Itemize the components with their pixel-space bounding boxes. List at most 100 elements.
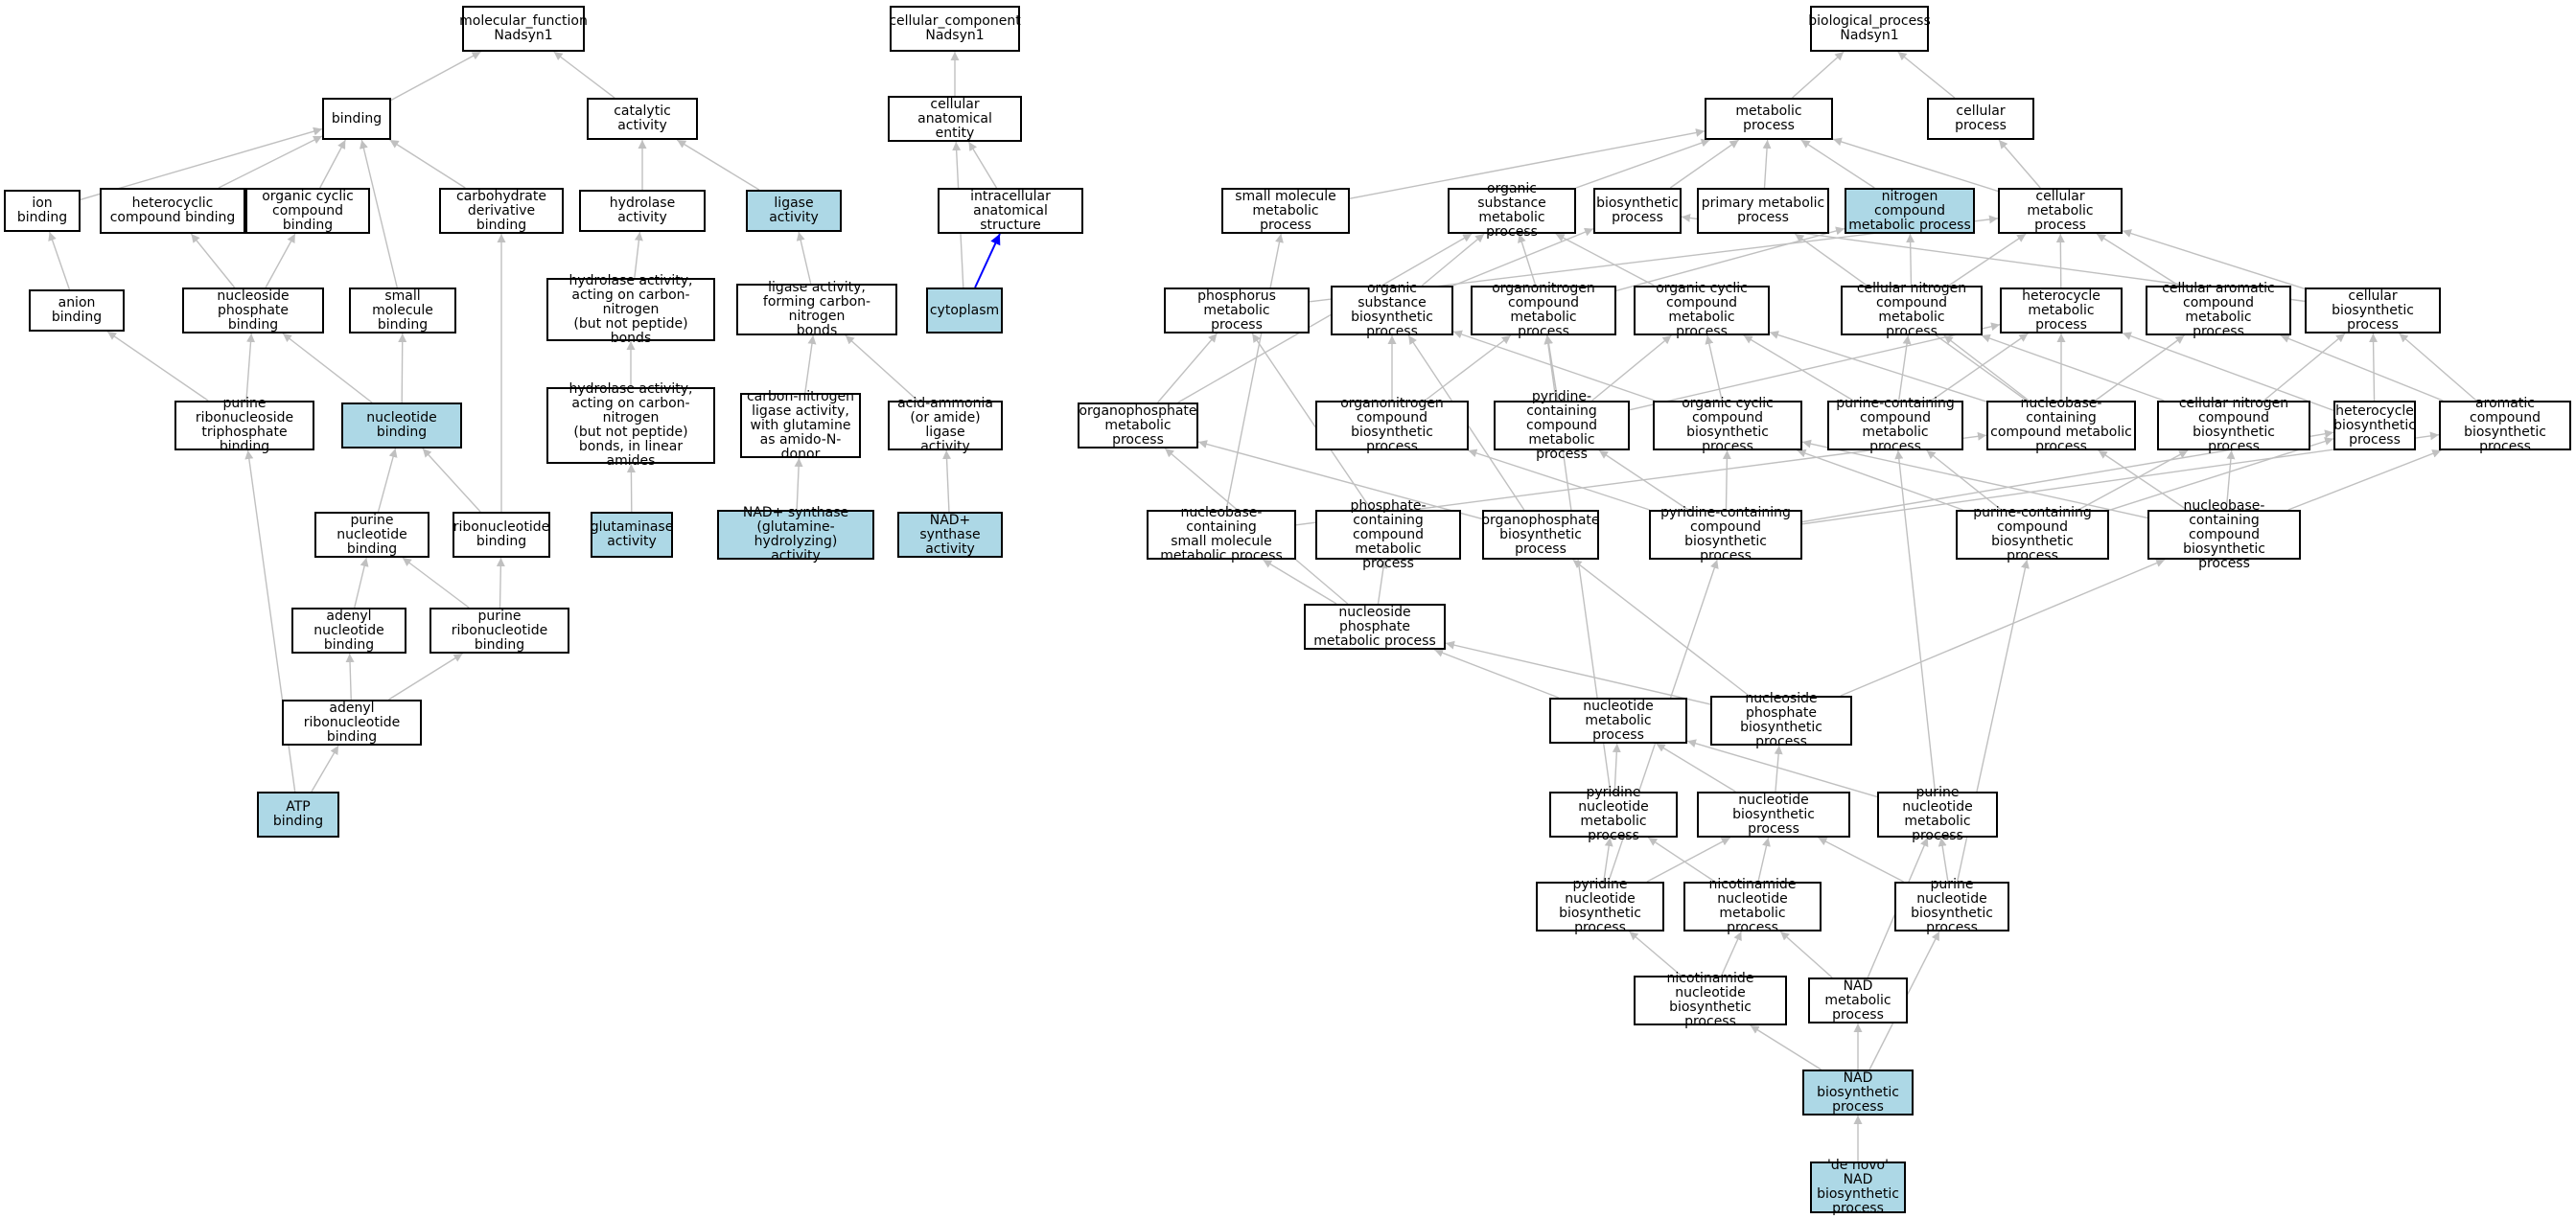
edge-nucleotide_met-to-nuc_phos_met — [1433, 649, 1560, 699]
edge-nicotinamide_nt_bio-to-pyridine_nt_bio — [1629, 931, 1682, 977]
edge-pyridine_cont_met-to-heterocycle_met — [1629, 322, 2001, 411]
node-organonitrogen-compound-metabolic-process: organonitrogen compound metabolic proces… — [1471, 282, 1616, 339]
edge-organophosphate_met-to-org_sub_met — [1177, 233, 1473, 403]
edge-purine_rnt_tp_binding-to-anion_binding — [106, 331, 209, 402]
edge-cell_arom_met-to-cell_met — [2096, 233, 2180, 287]
node-ligase-activity: ligase activity — [746, 190, 842, 232]
edge-cell_nitrogen_met-to-nitrogen_met — [1906, 233, 1915, 287]
node-nicotinamide-nucleotide-biosynthetic-process: nicotinamide nucleotide biosynthetic pro… — [1634, 972, 1787, 1029]
edge-pyridine_cont_met-to-org_cyc_met — [1591, 334, 1672, 402]
node-purine-nucleotide-metabolic-process: purine nucleotide metabolic process — [1877, 786, 1998, 843]
edge-nad_synthase_gln-to-cn_ligase_gln — [794, 457, 803, 511]
node-nad-metabolic-process: NAD metabolic process — [1808, 978, 1908, 1024]
edge-purine_rnt_tp_binding-to-nuc_phos_binding — [245, 333, 256, 402]
edge-pyridine_cont_bio-to-arom_bio — [1801, 431, 2440, 525]
edge-biosynth-to-metabolic — [1669, 139, 1740, 189]
node-cellular-nitrogen-compound-biosynthetic-process: cellular nitrogen compound biosynthetic … — [2157, 397, 2310, 454]
node-purine-containing-compound-metabolic-process: purine-containing compound metabolic pro… — [1827, 397, 1963, 454]
node-purine-ribonucleotide-binding: purine ribonucleotide binding — [429, 608, 569, 654]
edge-nuc_phos_binding-to-org_cyc_binding — [265, 233, 296, 288]
node-catalytic-activity: catalytic activity — [587, 98, 698, 140]
edge-nucleotide_bio-to-nuc_phos_bio — [1774, 745, 1783, 793]
edge-nuc_phos_binding-to-het_cpd_binding — [190, 233, 236, 288]
node-nucleobase-containing-compound-metabolic-process: nucleobase-containing compound metabolic… — [1986, 397, 2136, 454]
node-acid-ammonia-ligase-activity: acid-ammonia (or amide) ligase activity — [888, 397, 1003, 454]
node-ligase-activity-forming-cn-bonds: ligase activity, forming carbon-nitrogen… — [736, 281, 897, 338]
edge-purine_nt_bio-to-nucleotide_bio — [1818, 837, 1904, 883]
node-nad-biosynthetic-process: NAD biosynthetic process — [1802, 1070, 1914, 1116]
edge-pyridine_nt_bio-to-pyridine_nt_met — [1603, 837, 1613, 883]
node-nucleobase-containing-small-molecule-metabolic-process: nucleobase-containing small molecule met… — [1147, 506, 1296, 564]
edge-small_mol_met-to-metabolic — [1349, 128, 1706, 199]
node-cellular-nitrogen-compound-metabolic-process: cellular nitrogen compound metabolic pro… — [1841, 282, 1983, 339]
edge-heterocycle_bio-to-cell_bio — [2369, 333, 2379, 402]
node-ribonucleotide-binding: ribonucleotide binding — [453, 512, 550, 558]
edge-nucleobase_cont_bio-to-cell_nitrogen_bio — [2225, 449, 2236, 511]
edge-adenyl_rnt_binding-to-adenyl_nt_binding — [345, 653, 355, 701]
edge-phosphate_cont_met-to-phosphorus_met — [1251, 333, 1373, 511]
edge-cell_nitrogen_met-to-cell_met — [1948, 233, 2027, 287]
edge-purine_cont_bio-to-heterocycle_bio — [2108, 437, 2334, 512]
edge-intracell-to-cae — [967, 141, 998, 189]
edge-pyridine_cont_bio-to-org_cyc_bio — [1722, 449, 1731, 511]
edge-ligase_cn-to-ligase — [796, 231, 812, 285]
edge-binding-to-mf_root — [390, 51, 481, 102]
edge-ligase-to-catalytic — [676, 139, 760, 191]
node-nucleoside-phosphate-metabolic-process: nucleoside phosphate metabolic process — [1304, 604, 1446, 650]
node-nucleotide-biosynthetic-process: nucleotide biosynthetic process — [1697, 792, 1850, 838]
node-pyridine-containing-compound-metabolic-process: pyridine-containing compound metabolic p… — [1494, 389, 1630, 461]
edge-carb_deriv_binding-to-binding — [389, 139, 466, 189]
node-cellular-process: cellular process — [1927, 98, 2034, 140]
node-cellular-aromatic-compound-metabolic-process: cellular aromatic compound metabolic pro… — [2146, 282, 2291, 339]
edge-purine_cont_met-to-cell_nitrogen_met — [1897, 334, 1912, 402]
node-pyridine-nucleotide-biosynthetic-process: pyridine nucleotide biosynthetic process — [1536, 878, 1664, 935]
node-pyridine-nucleotide-metabolic-process: pyridine nucleotide metabolic process — [1549, 786, 1678, 843]
node-nad-synthase-activity: NAD+ synthase activity — [897, 512, 1003, 558]
edge-purine_cont_met-to-org_cyc_met — [1743, 334, 1854, 402]
node-organic-cyclic-compound-binding: organic cyclic compound binding — [245, 188, 370, 234]
node-ion-binding: ion binding — [4, 190, 81, 232]
edge-org_cyc_bio-to-org_cyc_met — [1705, 334, 1723, 402]
node-cytoplasm: cytoplasm — [926, 288, 1003, 334]
node-nucleotide-metabolic-process: nucleotide metabolic process — [1549, 698, 1687, 744]
node-cn-ligase-activity-glutamine: carbon-nitrogen ligase activity, with gl… — [740, 389, 861, 461]
node-adenyl-nucleotide-binding: adenyl nucleotide binding — [291, 608, 406, 654]
node-phosphorus-metabolic-process: phosphorus metabolic process — [1164, 288, 1310, 334]
edge-nucleobase_cont_bio-to-nucleobase_cont_met — [2098, 449, 2188, 511]
edge-cellular_proc-to-bp_root — [1897, 51, 1956, 99]
node-nitrogen-compound-metabolic-process: nitrogen compound metabolic process — [1845, 188, 1975, 234]
node-anion-binding: anion binding — [29, 289, 125, 332]
edge-cell_met-to-cellular_proc — [1998, 139, 2041, 189]
edge-cell_nitrogen_bio-to-cell_nitrogen_met — [1981, 334, 2165, 402]
node-cellular-biosynthetic-process: cellular biosynthetic process — [2305, 288, 2441, 334]
node-cc-root: cellular_component Nadsyn1 — [889, 6, 1021, 52]
edge-org_sub_met-to-metabolic — [1575, 138, 1710, 189]
edge-purine_nt_met-to-nucleotide_met — [1686, 739, 1878, 798]
edge-purine_nt_binding-to-nucleotide_binding — [377, 448, 398, 513]
node-organic-substance-metabolic-process: organic substance metabolic process — [1448, 182, 1576, 240]
edge-purine_cont_bio-to-purine_cont_met — [1926, 449, 2002, 511]
edge-adenyl_rnt_binding-to-purine_rnt_binding — [388, 653, 463, 701]
edge-nuc_phos_bio-to-organophosphate_bio — [1572, 559, 1750, 697]
edge-primary_met-to-metabolic — [1762, 139, 1772, 189]
edge-hydrolase_cn-to-hydrolase — [634, 231, 643, 279]
edge-nucleobase_small_met-to-small_mol_met — [1225, 233, 1284, 511]
node-nucleotide-binding: nucleotide binding — [341, 402, 462, 448]
edge-cell_bio-to-cell_met — [2122, 229, 2306, 290]
edge-arom_bio-to-cell_arom_met — [2280, 334, 2444, 402]
node-organic-substance-biosynthetic-process: organic substance biosynthetic process — [1331, 282, 1453, 339]
edge-pyridine_cont_bio-to-pyridine_cont_met — [1598, 449, 1689, 511]
edge-heterocycle_bio-to-heterocycle_met — [2122, 332, 2334, 411]
node-nicotinamide-nucleotide-metabolic-process: nicotinamide nucleotide metabolic proces… — [1683, 878, 1822, 935]
edge-organophosphate_bio-to-organophosphate_met — [1197, 440, 1483, 520]
edge-organonitrogen_met-to-org_sub_met — [1518, 233, 1537, 287]
edge-nucleobase_cont_met-to-org_cyc_met — [1769, 331, 1987, 402]
edge-nucleotide_binding-to-nuc_phos_binding — [282, 333, 373, 403]
edge-organophosphate_met-to-phosphorus_met — [1157, 333, 1218, 403]
node-glutaminase-activity: glutaminase activity — [591, 512, 673, 558]
node-biosynthetic-process: biosynthetic process — [1593, 188, 1682, 234]
node-cellular-anatomical-entity: cellular anatomical entity — [888, 96, 1022, 142]
edge-nuc_phos_bio-to-nuc_phos_met — [1445, 640, 1711, 705]
edge-pyridine_cont_met-to-organonitrogen_met — [1544, 334, 1559, 402]
node-aromatic-compound-biosynthetic-process: aromatic compound biosynthetic process — [2439, 397, 2571, 454]
